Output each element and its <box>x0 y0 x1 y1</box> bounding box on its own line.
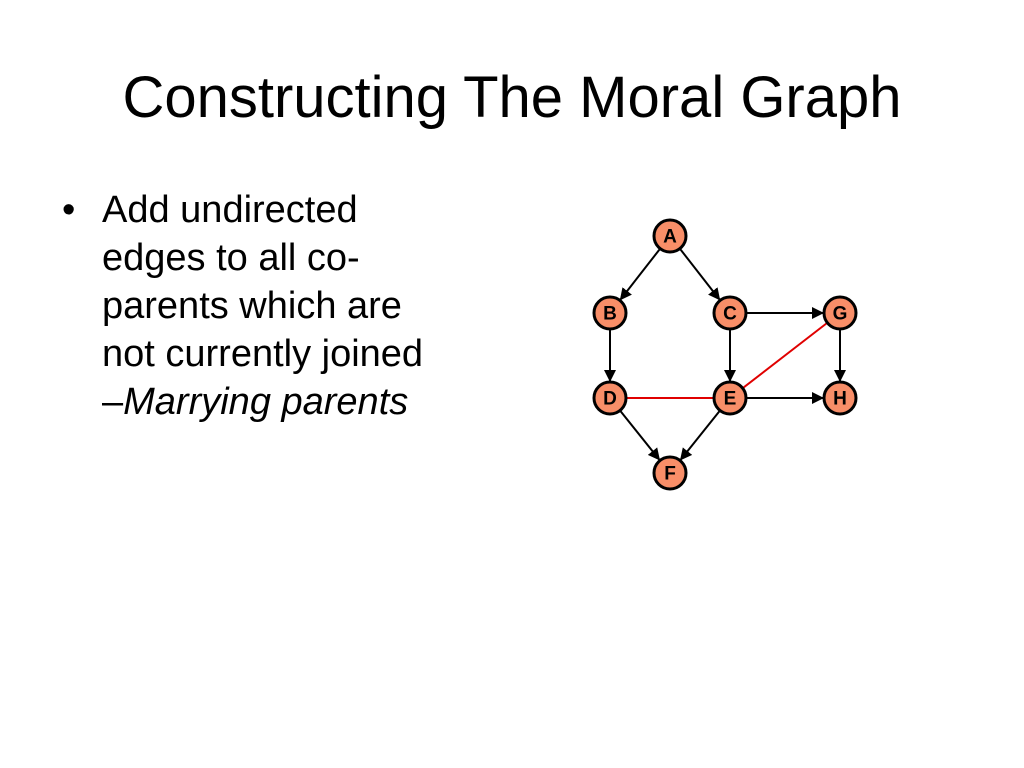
bullet-line-3: parents which are <box>102 285 402 327</box>
bullet-list: • Add undirected edges to all co- parent… <box>62 186 502 426</box>
node-circle-a <box>652 218 688 254</box>
node-label-f: F <box>664 464 676 485</box>
node-f: F <box>652 455 688 491</box>
node-label-h: H <box>833 389 847 410</box>
node-h: H <box>822 380 858 416</box>
node-b: B <box>592 295 628 331</box>
bullet-item: • Add undirected edges to all co- parent… <box>62 186 502 426</box>
node-circle-e <box>712 380 748 416</box>
node-c: C <box>712 295 748 331</box>
node-label-d: D <box>603 389 617 410</box>
directed-edge-d-f <box>619 409 661 461</box>
node-label-g: G <box>833 304 848 325</box>
node-circle-d <box>592 380 628 416</box>
node-circle-c <box>712 295 748 331</box>
slide-title: Constructing The Moral Graph <box>122 65 902 130</box>
sub-bullet: –Marrying parents <box>102 378 502 426</box>
bullet-glyph: • <box>62 189 76 231</box>
directed-edge-a-c <box>679 248 721 301</box>
node-d: D <box>592 380 628 416</box>
edges-layer <box>604 248 846 461</box>
nodes-layer: A B C G D E H F <box>592 218 858 491</box>
node-label-a: A <box>663 227 677 248</box>
node-g: G <box>822 295 858 331</box>
moral-graph-diagram: A B C G D E H F <box>592 218 858 491</box>
moral-edge-e-g <box>742 322 828 390</box>
node-circle-b <box>592 295 628 331</box>
bullet-line-2: edges to all co- <box>102 237 360 279</box>
bullet-line-1: Add undirected <box>102 189 358 231</box>
node-circle-g <box>822 295 858 331</box>
node-label-e: E <box>724 389 737 410</box>
bullet-line-4: not currently joined <box>102 333 424 375</box>
directed-edge-a-b <box>619 248 661 301</box>
sub-bullet-dash: – <box>102 381 124 423</box>
node-e: E <box>712 380 748 416</box>
node-circle-f <box>652 455 688 491</box>
node-label-b: B <box>603 304 617 325</box>
sub-bullet-text: Marrying parents <box>123 381 409 423</box>
node-a: A <box>652 218 688 254</box>
directed-edge-e-f <box>679 409 721 461</box>
node-circle-h <box>822 380 858 416</box>
node-label-c: C <box>723 304 737 325</box>
